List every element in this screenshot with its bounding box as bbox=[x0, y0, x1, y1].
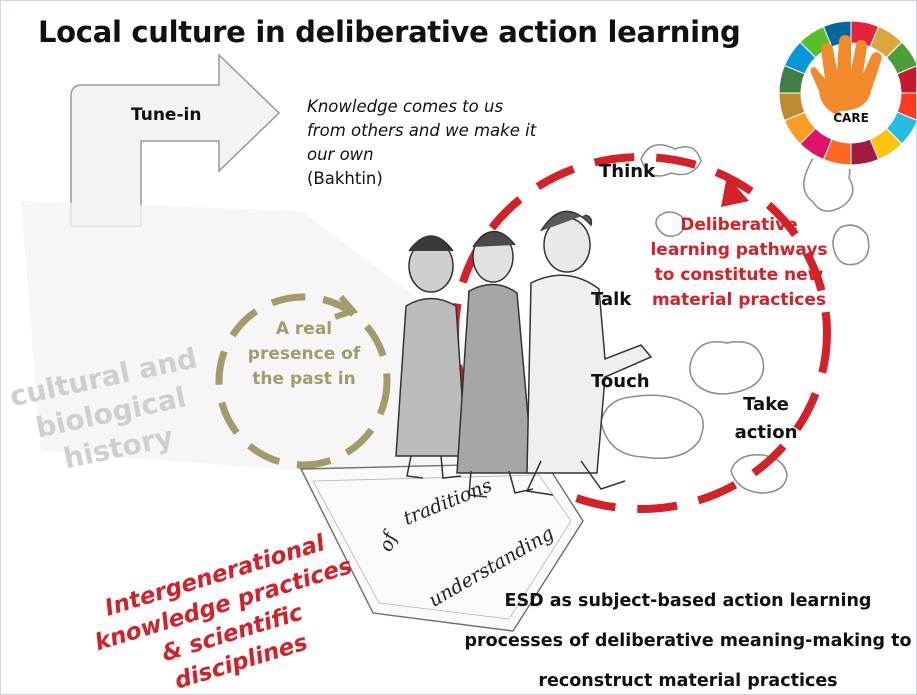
deliberative-pathways-label: Deliberative learning pathways to consti… bbox=[650, 215, 828, 310]
tune-in-label: Tune-in bbox=[131, 105, 202, 125]
touch-label: Touch bbox=[591, 371, 650, 392]
presence-circle bbox=[215, 293, 391, 469]
tune-in-arrow bbox=[70, 53, 281, 227]
page-title: Local culture in deliberative action lea… bbox=[38, 15, 741, 49]
talk-label: Talk bbox=[591, 289, 632, 310]
walking-figures bbox=[395, 210, 653, 498]
hand-icon bbox=[810, 35, 882, 117]
take-action-label: Take action bbox=[734, 394, 798, 443]
quote-text: Knowledge comes to us from others and we… bbox=[307, 97, 537, 164]
quote-source: (Bakhtin) bbox=[307, 169, 383, 188]
think-label: Think bbox=[599, 161, 656, 182]
esd-statement: ESD as subject-based action learning pro… bbox=[464, 591, 912, 691]
presence-of-past-label: A real presence of the past in bbox=[247, 319, 361, 389]
care-logo-label: CARE bbox=[833, 111, 869, 125]
thought-clouds bbox=[600, 144, 870, 494]
care-logo bbox=[775, 17, 916, 169]
background-swath bbox=[21, 201, 521, 471]
